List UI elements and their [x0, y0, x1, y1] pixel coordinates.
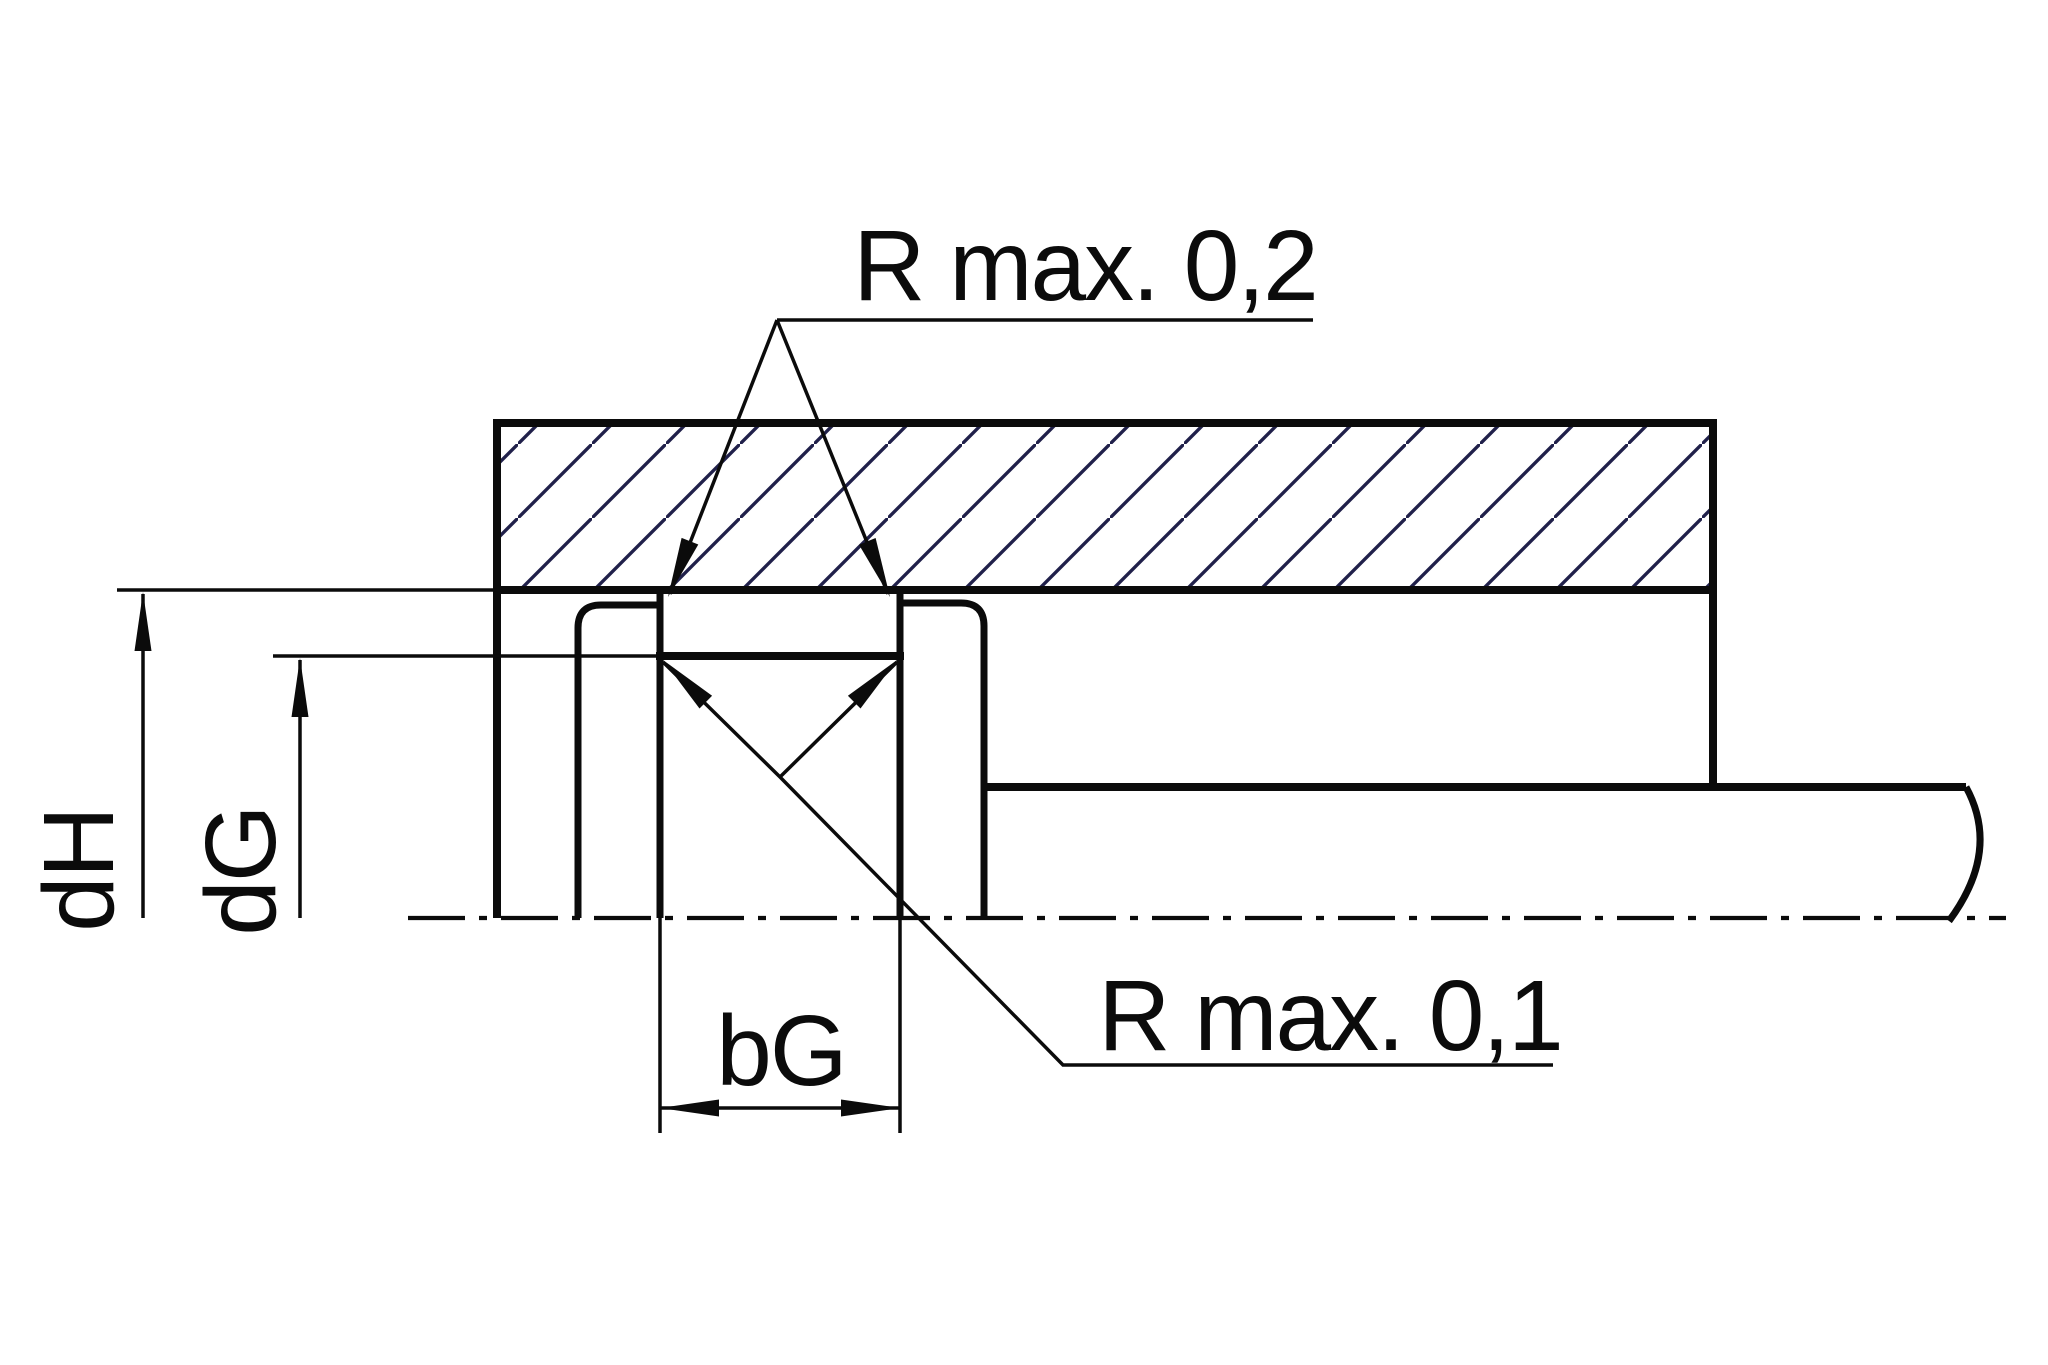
radius-bottom-left-arrowhead: [663, 660, 713, 709]
radius-bottom-leader: [661, 660, 1553, 1067]
label-radius-bottom: R max. 0,1: [1098, 960, 1562, 1072]
label-groove-width: bG: [716, 995, 845, 1107]
dH-arrowhead: [134, 592, 152, 651]
label-radius-top: R max. 0,2: [853, 210, 1317, 322]
left-insert-profile: [574, 601, 660, 918]
dG-arrowhead: [291, 658, 309, 717]
radius-bottom-right-arrowhead: [847, 660, 897, 709]
rod-domed-end: [1946, 785, 1984, 924]
bG-left-arrowhead: [660, 1099, 719, 1117]
right-insert-profile: [900, 599, 988, 918]
radius-top-right-arrowhead: [859, 538, 890, 597]
radius-top-left-arrowhead: [668, 537, 699, 597]
label-bore-diameter: dH: [23, 808, 135, 932]
label-groove-diameter: dG: [185, 806, 297, 935]
bG-right-arrowhead: [841, 1099, 900, 1117]
